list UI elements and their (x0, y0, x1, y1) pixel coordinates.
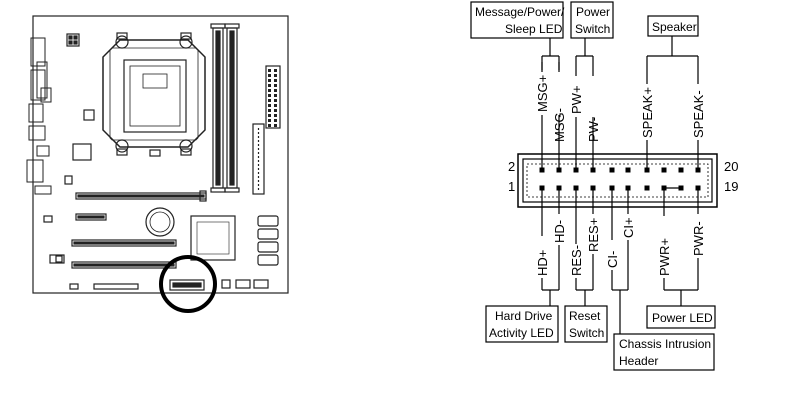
atx-pin (268, 99, 271, 102)
speaker-box (647, 15, 699, 37)
speaker-label: Speaker (652, 20, 697, 34)
pin-label-pw-plus: PW+ (569, 85, 584, 114)
pin-label-res-minus: RES- (569, 245, 584, 276)
atx-pin (268, 79, 271, 82)
rear-io (26, 37, 52, 195)
chassis-intrusion-label-line1: Chassis Intrusion (619, 337, 711, 351)
header-pin (644, 185, 650, 191)
cpu-socket (83, 32, 206, 157)
msg-led-label-line1: Message/Power/ (475, 5, 565, 19)
atx-pin (268, 69, 271, 72)
atx-pin (274, 89, 277, 92)
pin-number-19: 19 (724, 179, 738, 194)
highlight-circle (159, 255, 217, 313)
atx-pin (274, 114, 277, 117)
header-pin (625, 167, 631, 173)
front-panel-header-mini (169, 279, 205, 291)
pin-label-hd-plus: HD+ (535, 250, 550, 276)
atx-pin (274, 119, 277, 122)
atx-pin (274, 109, 277, 112)
f-panel-header-pinout: 2 1 20 19 (470, 1, 738, 371)
msg-led-box (470, 1, 564, 39)
chassis-intrusion-box (613, 333, 715, 371)
reset-switch-box (564, 305, 608, 343)
atx-pin (274, 79, 277, 82)
pin-label-msg-minus: MSG- (552, 108, 567, 142)
pin-label-msg-plus: MSG+ (535, 75, 550, 112)
pcie-x16-slot (75, 190, 207, 202)
hdd-led-label-line2: Activity LED (489, 326, 554, 340)
header-outline (517, 153, 718, 208)
reset-switch-label-line1: Reset (569, 309, 601, 323)
chassis-intrusion-label-line2: Header (619, 354, 658, 368)
atx-24pin-connector (265, 65, 281, 129)
atx-pin (274, 94, 277, 97)
pin-label-speak-plus: SPEAK+ (640, 87, 655, 138)
header-pin (678, 167, 684, 173)
sata-ports (257, 215, 279, 266)
dimm-slots (210, 23, 240, 193)
atx-pin (274, 99, 277, 102)
pin-label-speak-minus: SPEAK- (691, 90, 706, 138)
atx-pin (268, 94, 271, 97)
pin-number-2: 2 (508, 159, 515, 174)
atx12v-connector (66, 33, 80, 47)
atx-pin (268, 109, 271, 112)
pin-label-pwr-minus: PWR- (691, 221, 706, 256)
atx-pin (268, 119, 271, 122)
pin-label-pwr-plus: PWR+ (657, 238, 672, 276)
pin-label-ci-plus: CI+ (621, 217, 636, 238)
power-switch-label-line1: Power (576, 5, 610, 19)
pin-number-20: 20 (724, 159, 738, 174)
header-pin (661, 167, 667, 173)
atx-pin (268, 89, 271, 92)
atx-pin (268, 84, 271, 87)
pin-label-ci-minus: CI- (605, 251, 620, 268)
pin-label-hd-minus: HD- (552, 220, 567, 243)
pin-number-1: 1 (508, 179, 515, 194)
motherboard-illustration (26, 15, 289, 313)
atx-pin (274, 69, 277, 72)
atx-pin (268, 114, 271, 117)
hdd-led-box (485, 305, 559, 343)
pin-label-pw-minus: PW- (586, 117, 601, 142)
atx-pin (274, 104, 277, 107)
atx-pin (268, 104, 271, 107)
pcie-x1-slot (75, 213, 107, 221)
header-pin (609, 167, 615, 173)
power-led-label: Power LED (652, 311, 713, 325)
msg-led-label-line2: Sleep LED (505, 22, 563, 36)
pin-label-res-plus: RES+ (586, 218, 601, 252)
chipset (190, 215, 236, 261)
power-switch-box (570, 1, 614, 39)
pci-slots (71, 239, 177, 269)
power-led-box (646, 305, 716, 329)
ide-connector (252, 123, 265, 195)
atx-pin (274, 84, 277, 87)
atx-pin (268, 124, 271, 127)
reset-switch-label-line2: Switch (569, 326, 604, 340)
atx-pin (268, 74, 271, 77)
atx-pin (274, 124, 277, 127)
power-switch-label-line2: Switch (575, 22, 610, 36)
hdd-led-label-line1: Hard Drive (495, 309, 553, 323)
cmos-battery (145, 207, 175, 237)
atx-pin (274, 74, 277, 77)
